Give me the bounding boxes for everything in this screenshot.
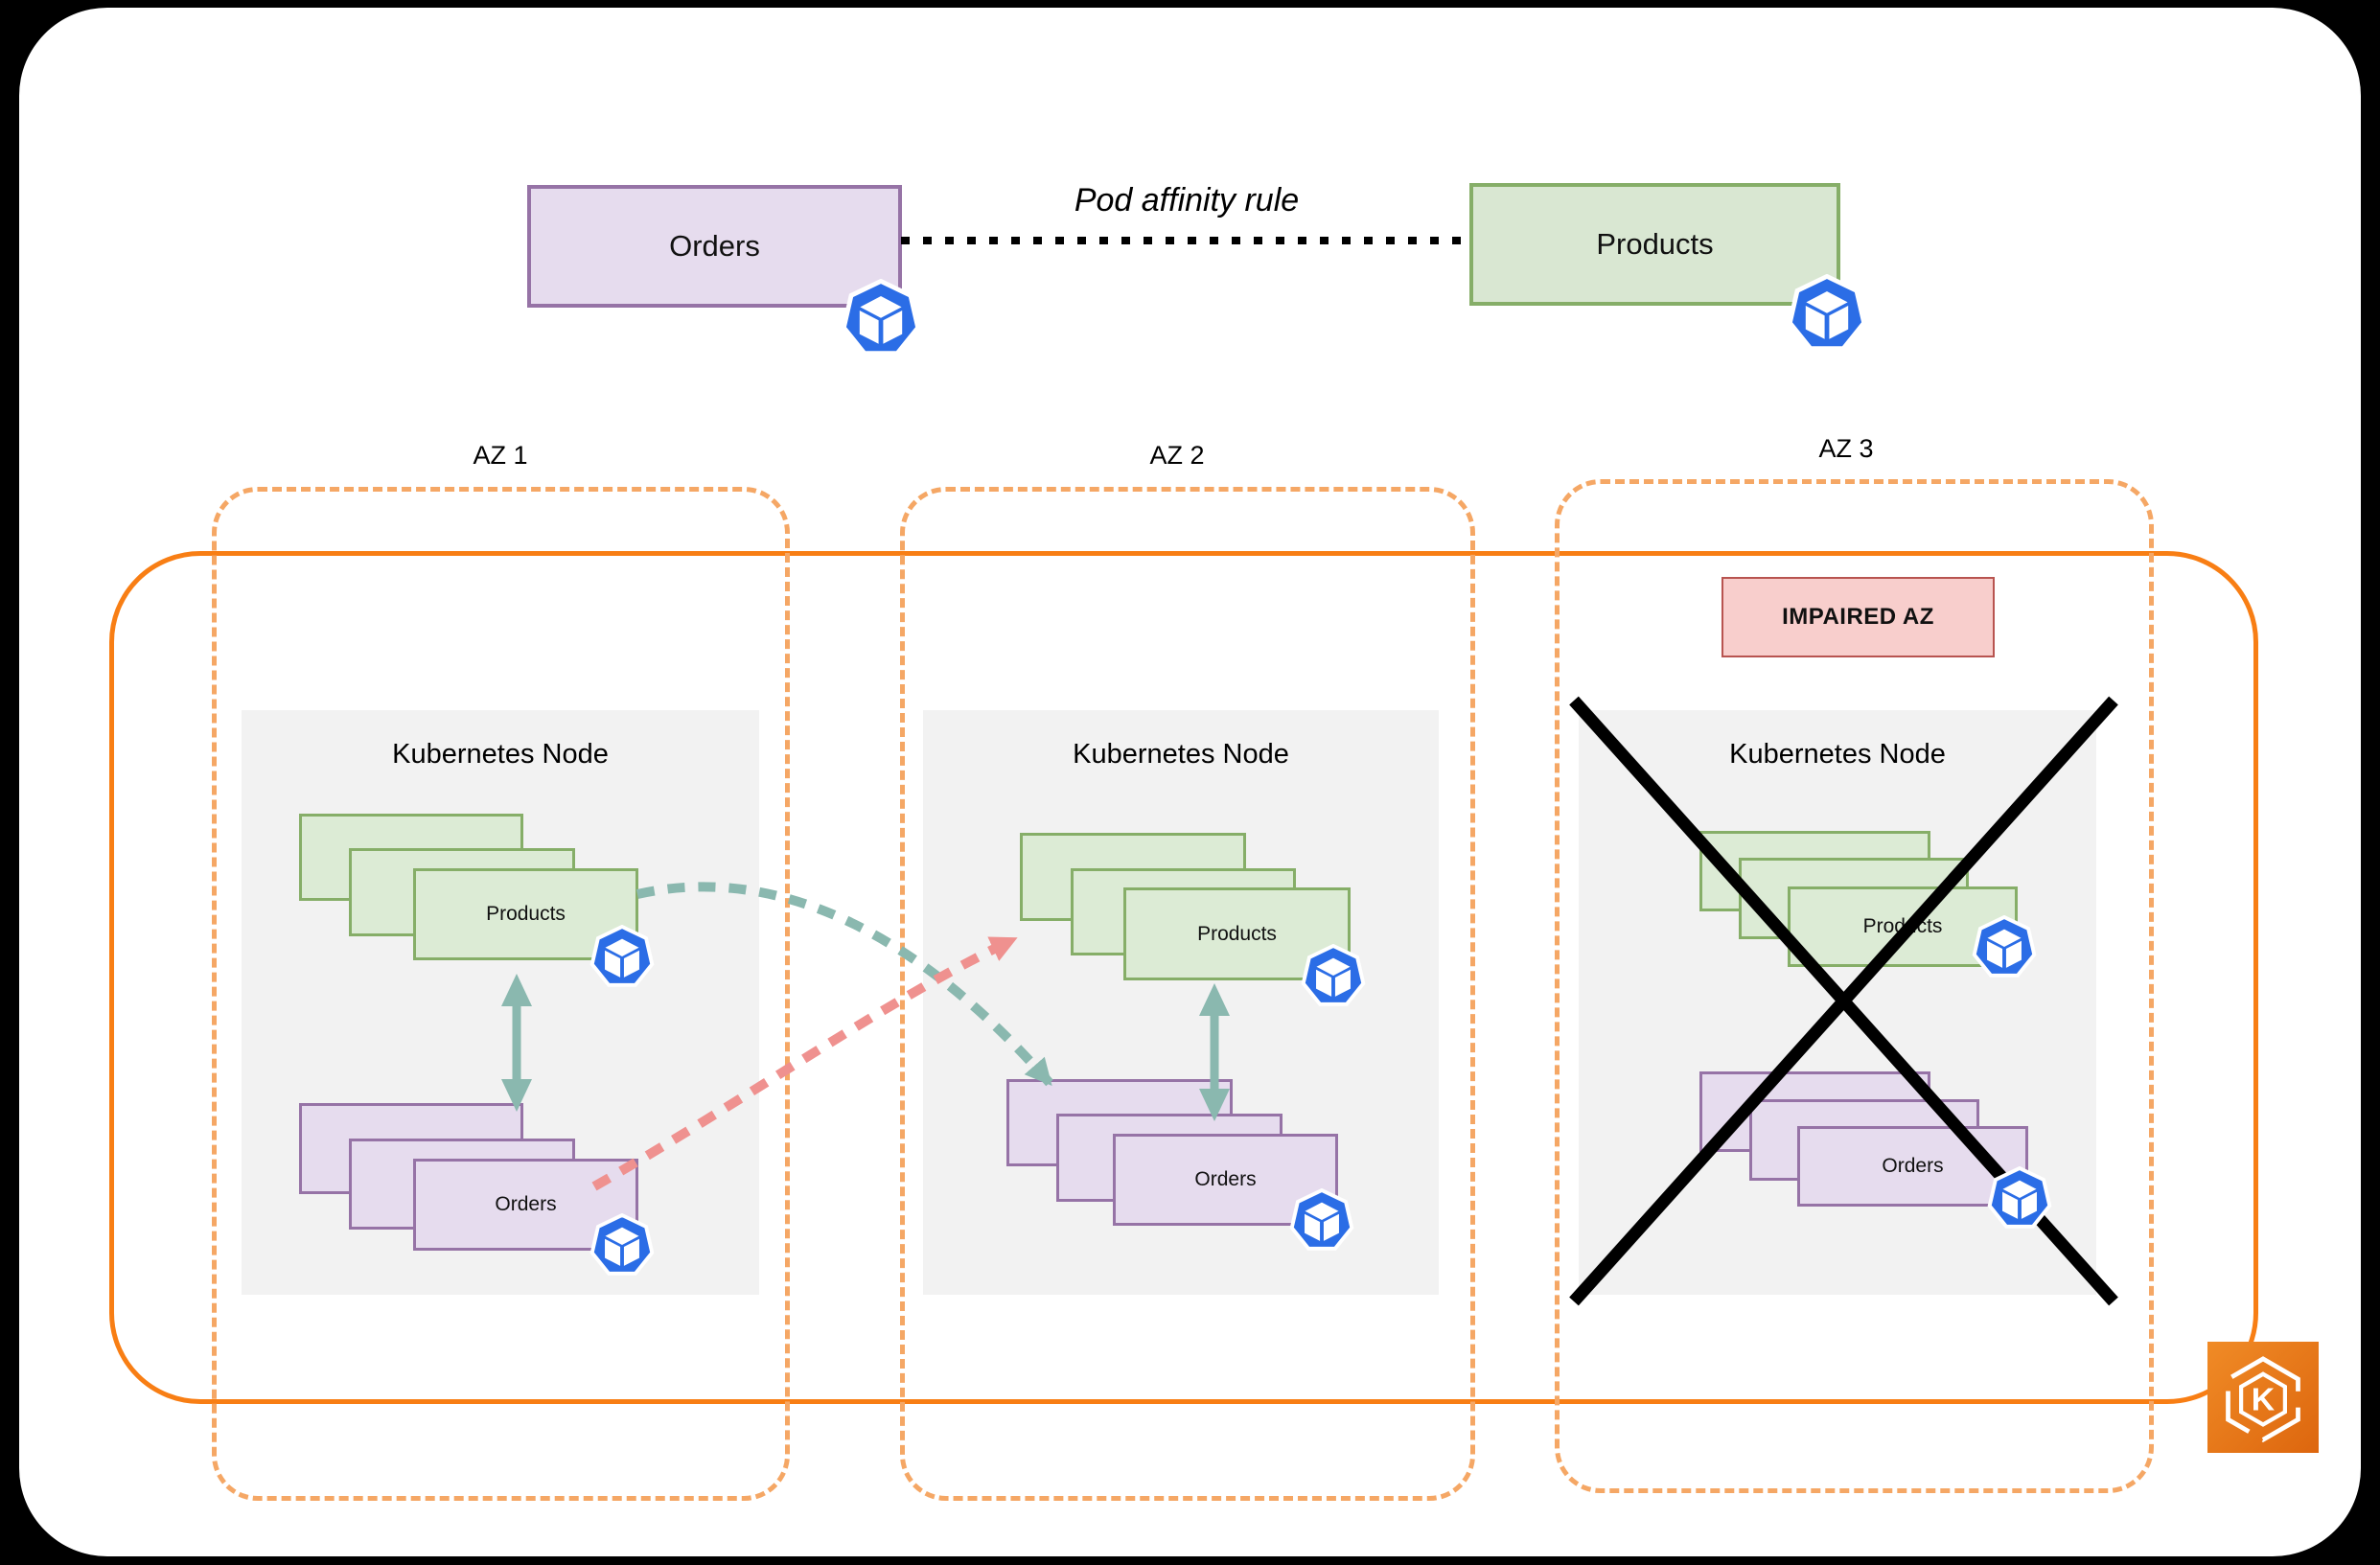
az1-node-title: Kubernetes Node [392,739,609,770]
affinity-dotted-connector [901,237,1467,244]
products-service-label: Products [1596,227,1714,261]
diagram-sheet: Orders Pod affinity rule Products AZ 1 K… [19,8,2361,1556]
eks-cluster-boundary [109,551,2258,1404]
az3-label: AZ 3 [1818,434,1874,463]
az3-orders-pod-label: Orders [1882,1155,1944,1177]
pod-affinity-rule-label: Pod affinity rule [1074,182,1300,219]
pod-icon [1289,1188,1354,1251]
az2-node-title: Kubernetes Node [1073,739,1289,770]
orders-service-box[interactable]: Orders [527,185,902,308]
az3-node-title: Kubernetes Node [1729,739,1946,770]
orders-service-label: Orders [669,229,760,263]
az1-label: AZ 1 [473,441,528,470]
products-service-box[interactable]: Products [1469,183,1840,306]
az2-products-pod-label: Products [1197,922,1277,945]
az2-orders-pod-label: Orders [1194,1168,1257,1190]
pod-icon [1987,1166,2052,1229]
pod-icon [589,1213,655,1276]
pod-icon [1787,274,1867,352]
az3-boundary [1555,479,2154,1493]
pod-icon [841,279,921,357]
eks-icon: K [2207,1342,2319,1453]
eks-icon-letter: K [2252,1382,2276,1418]
az1-orders-pod-label: Orders [495,1193,557,1215]
pod-icon [1301,944,1366,1006]
az1-products-pod-label: Products [486,903,566,925]
az2-label: AZ 2 [1149,441,1205,470]
impaired-az-label: IMPAIRED AZ [1782,604,1934,630]
pod-icon [589,925,655,987]
az3-products-pod-label: Products [1862,915,1943,937]
pod-icon [1972,915,2037,978]
impaired-az-badge: IMPAIRED AZ [1721,577,1995,657]
